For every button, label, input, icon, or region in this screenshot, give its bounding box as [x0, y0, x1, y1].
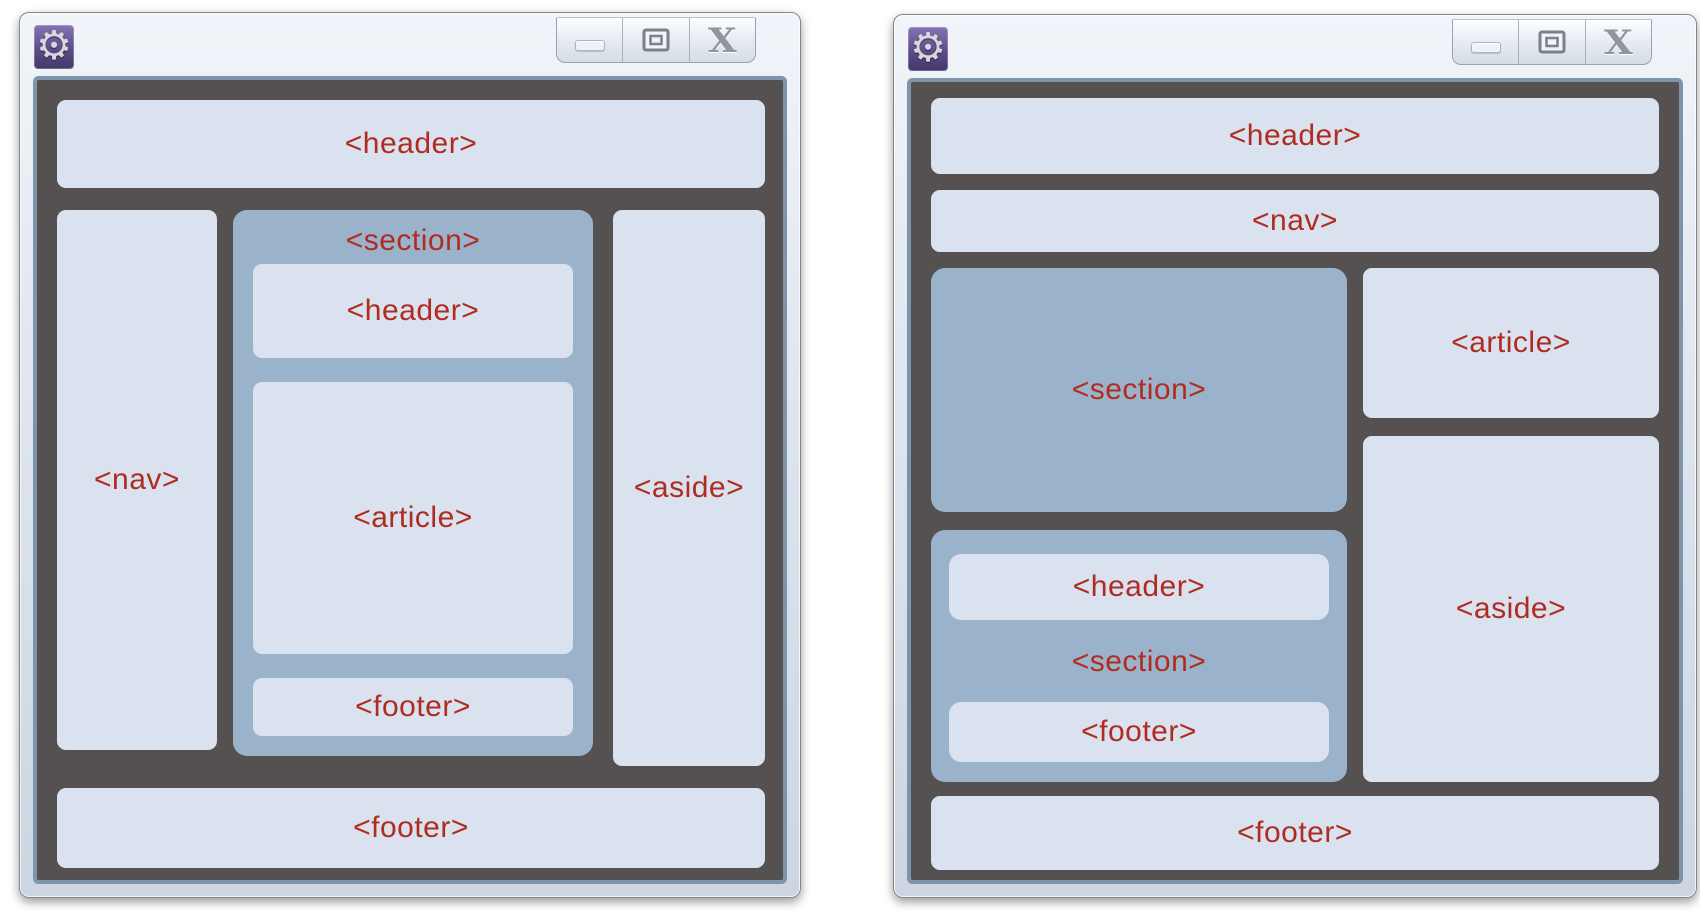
gear-icon[interactable]: ⚙: [34, 25, 74, 69]
section-header-tag-label: <header>: [346, 294, 480, 327]
maximize-icon: [642, 28, 670, 52]
titlebar[interactable]: ⚙ X: [20, 13, 800, 76]
aside-tag-label: <aside>: [633, 471, 745, 504]
caption-buttons: X: [556, 17, 756, 63]
minimize-button[interactable]: [1453, 20, 1520, 64]
section-header-region: <header>: [253, 264, 573, 358]
close-icon: X: [707, 19, 737, 60]
aside-region: <aside>: [1363, 436, 1659, 782]
close-button[interactable]: X: [1586, 20, 1651, 64]
nav-tag-label: <nav>: [94, 463, 180, 496]
subsection-tag-label: <section>: [1071, 645, 1207, 678]
page-canvas: <header> <nav> <section> <article> <asid…: [911, 82, 1679, 880]
section-tag-label: <section>: [345, 224, 481, 257]
header-tag-label: <header>: [1228, 119, 1362, 152]
section-region: <section>: [931, 268, 1347, 512]
gear-glyph: ⚙: [36, 24, 72, 68]
article-tag-label: <article>: [1451, 326, 1571, 359]
subsection-footer-region: <footer>: [949, 702, 1329, 762]
nav-region: <nav>: [57, 210, 217, 750]
maximize-button[interactable]: [1519, 20, 1586, 64]
aside-tag-label: <aside>: [1455, 592, 1567, 625]
page-canvas: <header> <nav> <section> <header> <artic…: [37, 80, 783, 880]
subsection-region: <header> <section> <footer>: [931, 530, 1347, 782]
minimize-button[interactable]: [557, 18, 624, 62]
section-region: <section> <header> <article> <footer>: [233, 210, 593, 756]
subsection-footer-tag-label: <footer>: [1081, 715, 1197, 748]
footer-tag-label: <footer>: [353, 811, 469, 844]
nav-region: <nav>: [931, 190, 1659, 252]
nav-tag-label: <nav>: [1252, 204, 1338, 237]
close-icon: X: [1603, 21, 1633, 62]
close-button[interactable]: X: [690, 18, 755, 62]
gear-glyph: ⚙: [910, 26, 946, 70]
aside-region: <aside>: [613, 210, 765, 766]
section-tag-label: <section>: [1071, 373, 1207, 406]
caption-buttons: X: [1452, 19, 1652, 65]
section-tag-label-wrap: <section>: [233, 220, 593, 262]
footer-tag-label: <footer>: [1237, 816, 1353, 849]
maximize-button[interactable]: [623, 18, 690, 62]
article-region: <article>: [1363, 268, 1659, 418]
section-article-region: <article>: [253, 382, 573, 654]
minimize-icon: [574, 39, 605, 51]
section-footer-region: <footer>: [253, 678, 573, 736]
footer-region: <footer>: [57, 788, 765, 868]
maximize-icon: [1538, 30, 1566, 54]
minimize-icon: [1470, 41, 1501, 53]
subsection-tag-label-wrap: <section>: [931, 642, 1347, 682]
subsection-header-region: <header>: [949, 554, 1329, 620]
header-tag-label: <header>: [344, 127, 478, 160]
gear-icon[interactable]: ⚙: [908, 27, 948, 71]
titlebar[interactable]: ⚙ X: [894, 15, 1696, 78]
footer-region: <footer>: [931, 796, 1659, 870]
section-footer-tag-label: <footer>: [355, 690, 471, 723]
header-region: <header>: [931, 98, 1659, 174]
subsection-header-tag-label: <header>: [1072, 570, 1206, 603]
header-region: <header>: [57, 100, 765, 188]
section-article-tag-label: <article>: [353, 501, 473, 534]
window-right: ⚙ X <header> <nav> <section>: [893, 14, 1697, 898]
window-left: ⚙ X <header> <nav> <section: [19, 12, 801, 898]
